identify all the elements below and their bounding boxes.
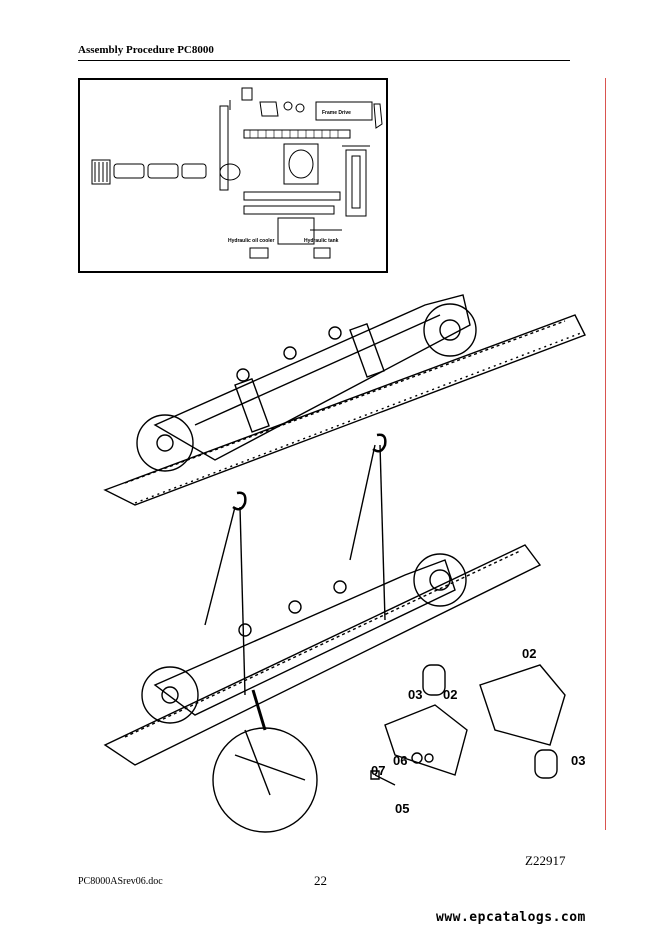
callout-03-right: 03 (571, 753, 585, 768)
document-header-title: Assembly Procedure PC8000 (78, 44, 214, 56)
upper-idler-wheel (136, 414, 194, 472)
bolt-05 (370, 770, 396, 786)
lower-sprocket (413, 553, 467, 607)
track-shoe-02-left (384, 704, 468, 776)
crawler-assembly-illustration: 02 03 02 03 06 07 05 (103, 294, 586, 833)
watermark-url: www.epcatalogs.com (436, 910, 586, 925)
callout-07: 07 (371, 763, 385, 778)
figure-reference-code: Z22917 (525, 853, 566, 868)
header-divider (78, 60, 570, 61)
callout-06: 06 (393, 753, 407, 768)
pin-03-upper (422, 664, 446, 696)
lower-idler-wheel (141, 666, 199, 724)
margin-revision-line (605, 78, 606, 830)
hydraulic-tank-label: Hydraulic tank (304, 238, 339, 244)
final-drive-label: Frame Drive (322, 110, 351, 116)
track-shoe-02-right (479, 664, 566, 746)
detail-magnifier (212, 727, 318, 833)
lower-crawler-frame (153, 559, 456, 716)
oil-cooler-label: Hydraulic oil cooler (228, 238, 274, 244)
callout-02-mid: 02 (443, 687, 457, 702)
footer-document-name: PC8000ASrev06.doc (78, 876, 163, 887)
upper-hook-icon (372, 433, 387, 453)
lower-hook-icon (232, 491, 247, 511)
upper-sprocket (423, 303, 477, 357)
footer-page-number: 22 (314, 873, 327, 888)
upper-crawler-frame (153, 294, 471, 461)
callout-05: 05 (395, 801, 409, 816)
lower-track-chain (103, 544, 542, 766)
washer-06 (411, 752, 423, 764)
upper-track-chain (103, 314, 586, 506)
callout-03-left: 03 (408, 687, 422, 702)
inset-exploded-overview: Frame Drive Hydraulic oil cooler Hydraul… (78, 78, 388, 273)
pin-03-lower (534, 749, 558, 779)
callout-02-top: 02 (522, 646, 536, 661)
